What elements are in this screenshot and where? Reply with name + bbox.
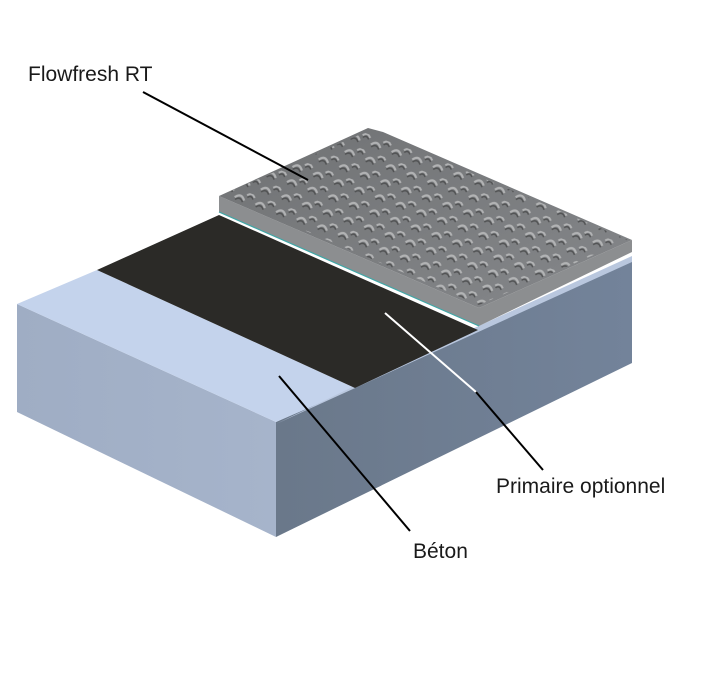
- coating-texture: [222, 131, 628, 305]
- coating-edge: [219, 196, 632, 326]
- primer-layer: [97, 215, 478, 388]
- label-beton: Béton: [413, 540, 468, 563]
- label-flowfresh-rt: Flowfresh RT: [28, 63, 153, 86]
- leader-line-primaire-light: [384, 312, 477, 393]
- label-primaire-optionnel: Primaire optionnel: [496, 475, 666, 498]
- primer-sheen: [218, 211, 480, 327]
- leader-line-primaire-dark: [475, 391, 544, 471]
- concrete-right-face: [276, 260, 632, 537]
- concrete-front-face: [17, 304, 276, 537]
- leader-line-beton: [278, 375, 411, 532]
- concrete-top-face: [17, 270, 355, 422]
- leader-line-flowfresh: [142, 91, 309, 181]
